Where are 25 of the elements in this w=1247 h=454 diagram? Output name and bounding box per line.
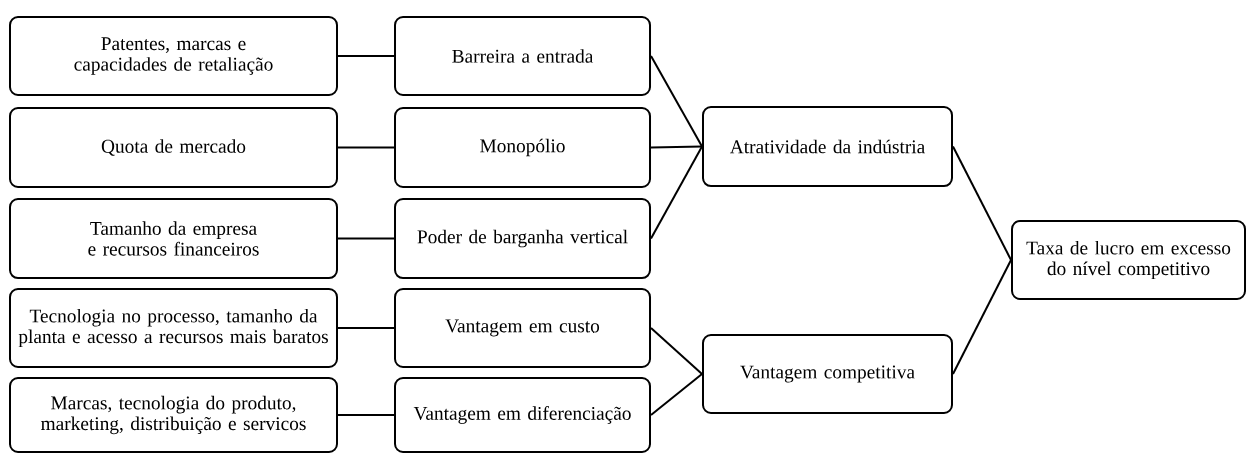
process-box: Monopólio	[394, 107, 651, 188]
process-box: Marcas, tecnologia do produto, marketing, distribuição e servicos	[9, 377, 338, 453]
connector-line	[650, 55, 703, 148]
process-box: Vantagem em diferenciação	[394, 377, 651, 453]
connector-line	[337, 327, 395, 329]
process-box: Vantagem competitiva	[702, 334, 953, 414]
connector-line	[650, 327, 703, 375]
process-box: Taxa de lucro em excesso do nível competitivo	[1011, 220, 1246, 300]
process-box: Patentes, marcas e capacidades de retaliação	[9, 16, 338, 96]
connector-line	[952, 259, 1012, 375]
process-box: Poder de barganha vertical	[394, 198, 651, 279]
connector-line	[952, 145, 1012, 261]
process-box: Tecnologia no processo, tamanho da planta e acesso a recursos mais baratos	[9, 288, 338, 368]
process-box: Tamanho da empresa e recursos financeiros	[9, 198, 338, 279]
connector-line	[337, 237, 395, 240]
connector-line	[650, 373, 703, 416]
process-box: Quota de mercado	[9, 107, 338, 188]
connector-line	[337, 55, 395, 57]
process-box: Vantagem em custo	[394, 288, 651, 368]
connector-line	[337, 146, 395, 149]
process-box: Barreira a entrada	[394, 16, 651, 96]
connector-line	[650, 145, 703, 240]
process-box: Atratividade da indústria	[702, 106, 953, 187]
connector-line	[337, 414, 395, 416]
connector-line	[650, 145, 703, 149]
